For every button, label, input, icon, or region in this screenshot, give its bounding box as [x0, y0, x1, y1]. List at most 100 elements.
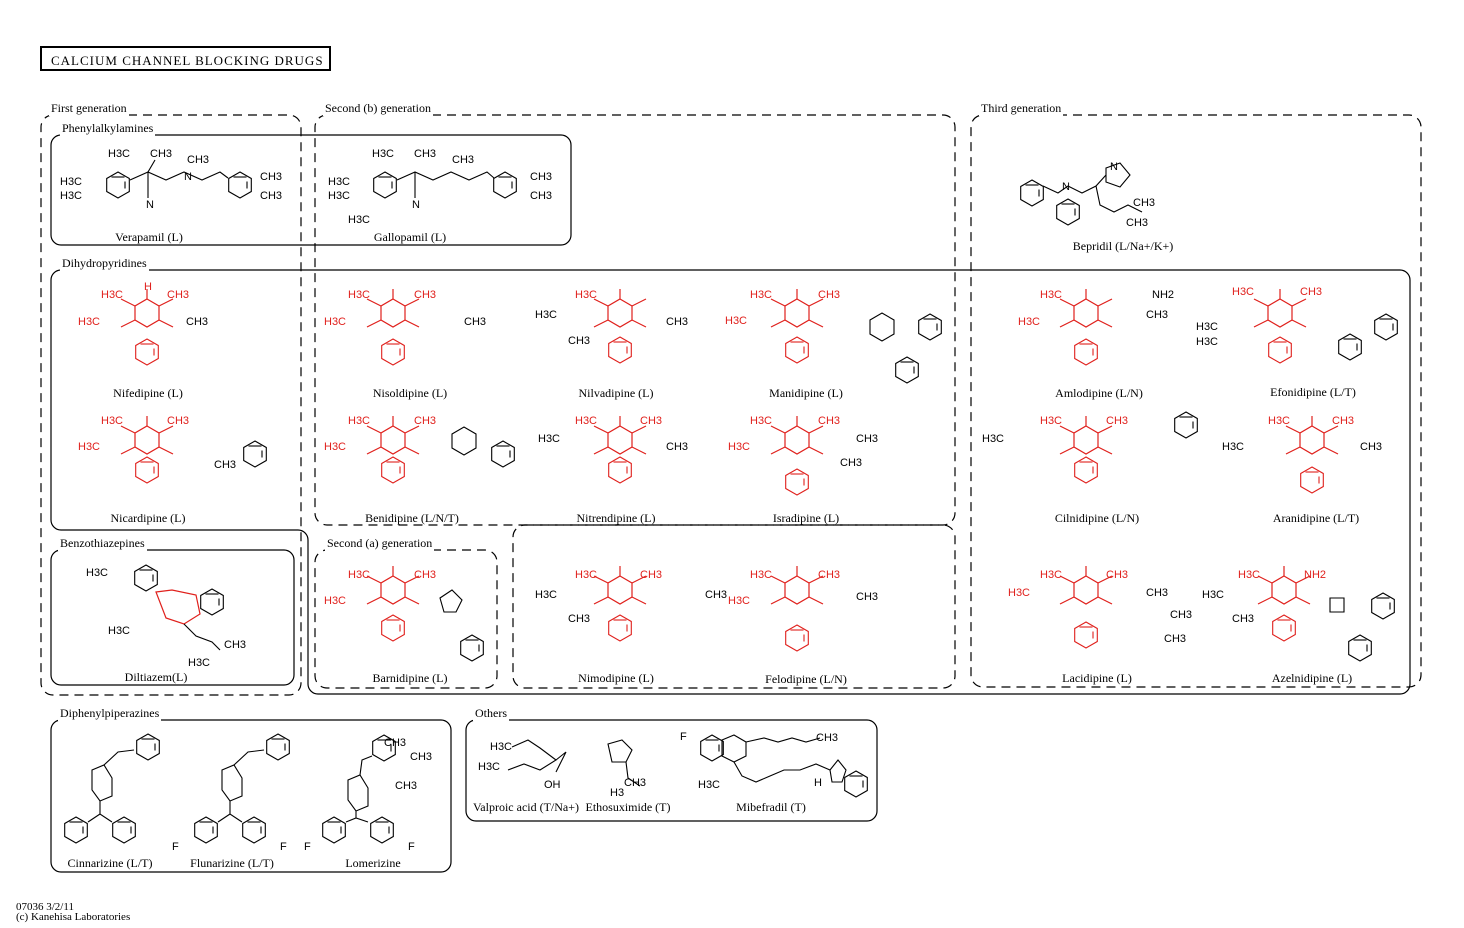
svg-text:H3C: H3C — [698, 779, 720, 791]
svg-text:N: N — [184, 171, 192, 183]
svg-text:CH3: CH3 — [186, 316, 208, 328]
svg-text:CH3: CH3 — [167, 415, 189, 427]
svg-text:H3C: H3C — [1008, 587, 1030, 599]
svg-text:CH3: CH3 — [640, 415, 662, 427]
drug-name-manidipine: Manidipine (L) — [769, 386, 843, 400]
benzothiazepines-frame — [50, 549, 295, 686]
others-frame — [465, 719, 878, 822]
svg-text:OH: OH — [544, 779, 561, 791]
drug-name-efonidipine: Efonidipine (L/T) — [1270, 385, 1356, 399]
svg-text:F: F — [680, 731, 687, 743]
svg-text:H3C: H3C — [1196, 321, 1218, 333]
svg-text:CH3: CH3 — [530, 171, 552, 183]
drug-name-aranidipine: Aranidipine (L/T) — [1272, 511, 1360, 525]
svg-text:CH3: CH3 — [666, 441, 688, 453]
svg-text:N: N — [412, 199, 420, 211]
svg-text:CH3: CH3 — [464, 316, 486, 328]
svg-text:H3C: H3C — [538, 433, 560, 445]
svg-text:H3C: H3C — [575, 415, 597, 427]
drug-name-verapamil: Verapamil (L) — [115, 230, 183, 244]
footer-copyright: (c) Kanehisa Laboratories — [16, 911, 131, 923]
svg-text:CH3: CH3 — [1332, 415, 1354, 427]
diphenylpiperazines-frame — [50, 719, 452, 873]
svg-text:CH3: CH3 — [1170, 609, 1192, 621]
svg-text:N: N — [146, 199, 154, 211]
svg-text:CH3: CH3 — [1106, 569, 1128, 581]
svg-text:CH3: CH3 — [414, 148, 436, 160]
svg-text:CH3: CH3 — [1164, 633, 1186, 645]
svg-text:CH3: CH3 — [452, 154, 474, 166]
svg-text:CH3: CH3 — [260, 171, 282, 183]
first-generation-label: First generation — [49, 101, 129, 116]
diphenylpiperazines-structures — [64, 733, 396, 844]
svg-text:H3C: H3C — [78, 316, 100, 328]
svg-text:CH3: CH3 — [187, 154, 209, 166]
svg-text:H3C: H3C — [372, 148, 394, 160]
svg-text:H3C: H3C — [188, 657, 210, 669]
svg-text:CH3: CH3 — [395, 780, 417, 792]
svg-text:CH3: CH3 — [1232, 613, 1254, 625]
drug-name-benidipine: Benidipine (L/N/T) — [365, 511, 459, 525]
svg-text:H3C: H3C — [478, 761, 500, 773]
first-generation-frame — [40, 114, 302, 696]
second-b-generation-label: Second (b) generation — [323, 101, 433, 116]
svg-text:CH3: CH3 — [840, 457, 862, 469]
svg-text:CH3: CH3 — [1360, 441, 1382, 453]
svg-text:CH3: CH3 — [640, 569, 662, 581]
svg-text:H3C: H3C — [1202, 589, 1224, 601]
svg-text:H3C: H3C — [324, 595, 346, 607]
svg-text:CH3: CH3 — [816, 732, 838, 744]
svg-text:H3C: H3C — [78, 441, 100, 453]
svg-text:H3C: H3C — [575, 289, 597, 301]
svg-text:CH3: CH3 — [818, 415, 840, 427]
drug-name-lacidipine: Lacidipine (L) — [1062, 671, 1132, 685]
drug-name-diltiazem: Diltiazem(L) — [124, 670, 188, 684]
drug-name-barnidipine: Barnidipine (L) — [372, 671, 448, 685]
svg-text:CH3: CH3 — [414, 415, 436, 427]
svg-text:H3C: H3C — [1232, 286, 1254, 298]
others-label: Others — [473, 706, 509, 721]
svg-text:F: F — [304, 841, 311, 853]
svg-text:CH3: CH3 — [150, 148, 172, 160]
svg-text:H3C: H3C — [982, 433, 1004, 445]
second-b-generation-frame — [314, 114, 956, 526]
svg-text:H3C: H3C — [108, 625, 130, 637]
svg-text:CH3: CH3 — [568, 613, 590, 625]
others-structures — [507, 734, 868, 798]
drug-name-ethosuximide: Ethosuximide (T) — [585, 800, 671, 814]
phenylalkylamines-label: Phenylalkylamines — [60, 121, 156, 136]
drug-name-nifedipine: Nifedipine (L) — [113, 386, 183, 400]
svg-text:CH3: CH3 — [1146, 309, 1168, 321]
gallopamil-structure — [373, 171, 517, 199]
svg-text:H3C: H3C — [1040, 569, 1062, 581]
svg-text:CH3: CH3 — [1133, 197, 1155, 209]
svg-text:H3C: H3C — [348, 289, 370, 301]
svg-text:H3C: H3C — [1268, 415, 1290, 427]
svg-text:N: N — [1110, 161, 1118, 173]
svg-text:CH3: CH3 — [260, 190, 282, 202]
svg-text:H3C: H3C — [575, 569, 597, 581]
svg-text:H3C: H3C — [108, 148, 130, 160]
dihydropyridines-frame — [50, 269, 1411, 695]
svg-text:H3C: H3C — [535, 589, 557, 601]
svg-text:CH3: CH3 — [1126, 217, 1148, 229]
svg-text:CH3: CH3 — [414, 569, 436, 581]
svg-text:NH2: NH2 — [1304, 569, 1326, 581]
dhp-side-chains — [243, 312, 1398, 662]
drug-name-flunarizine: Flunarizine (L/T) — [190, 856, 274, 870]
svg-text:H3C: H3C — [101, 415, 123, 427]
drug-name-valproic-acid: Valproic acid (T/Na+) — [472, 800, 580, 814]
svg-text:H3C: H3C — [324, 441, 346, 453]
svg-text:H: H — [814, 777, 822, 789]
svg-text:H3C: H3C — [728, 441, 750, 453]
footer-code: 07036 3/2/11 — [16, 901, 74, 913]
svg-text:H3C: H3C — [1040, 289, 1062, 301]
svg-text:H3C: H3C — [1018, 316, 1040, 328]
second-b-lower-frame — [512, 524, 956, 689]
drug-name-nimodipine: Nimodipine (L) — [578, 671, 654, 685]
svg-text:CH3: CH3 — [624, 777, 646, 789]
svg-text:CH3: CH3 — [410, 751, 432, 763]
